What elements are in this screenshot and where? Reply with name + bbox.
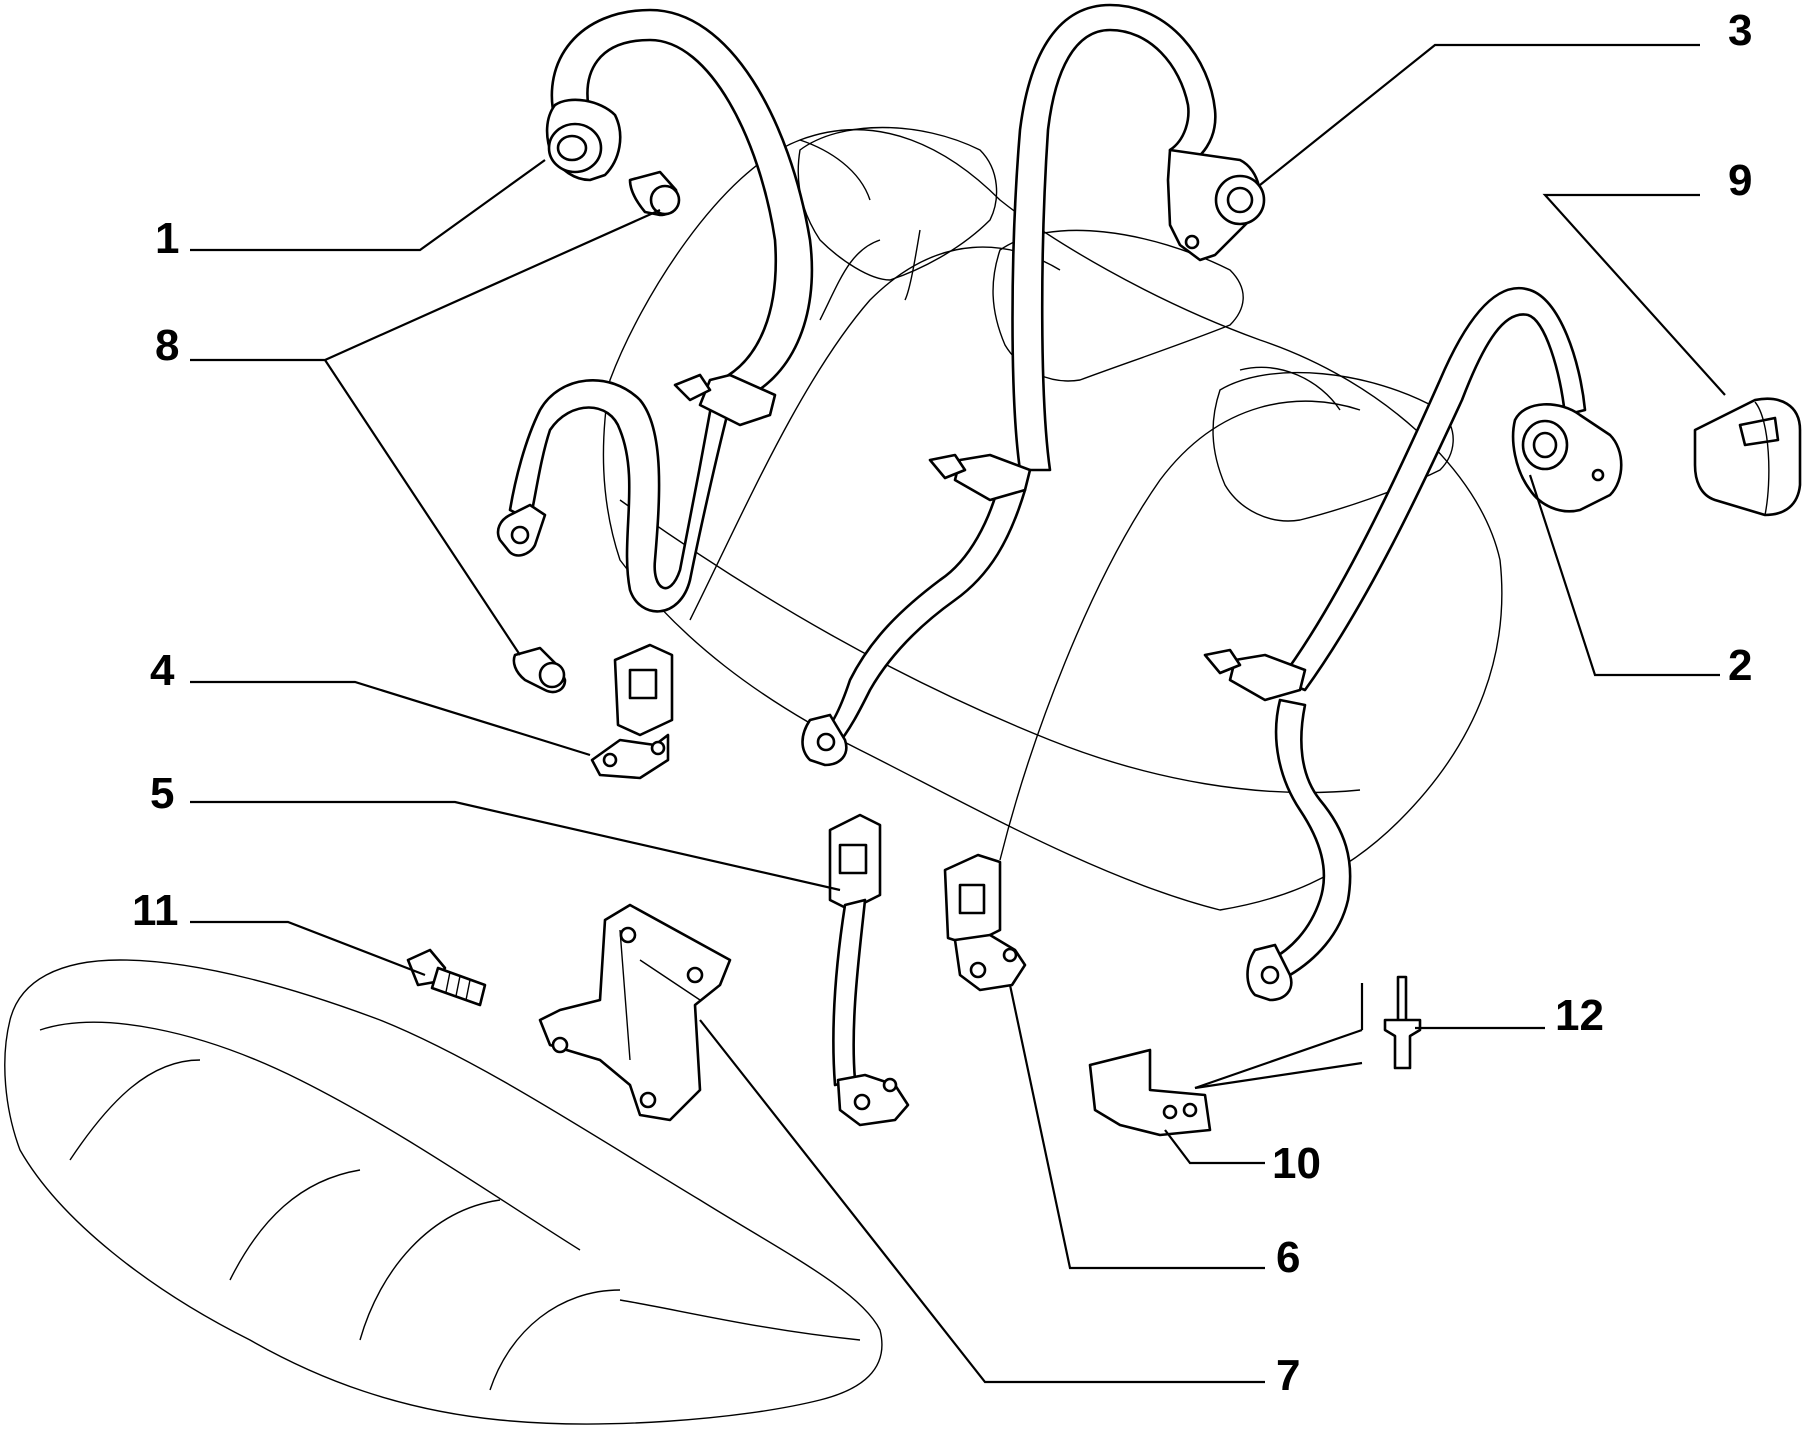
rivet-12	[1383, 975, 1422, 1070]
leader-6	[1008, 984, 1265, 1270]
seat-cushion	[4, 959, 883, 1425]
callout-8: 8	[155, 321, 179, 370]
leader-4	[190, 680, 591, 757]
leader-10c	[1194, 1061, 1363, 1090]
bracket-10	[1088, 1048, 1212, 1137]
leader-9	[1542, 193, 1726, 396]
callout-labels: 1 2 3 4 5 6 7 8 9 10 11 12	[132, 6, 1752, 1400]
retractor-2	[1511, 403, 1623, 513]
callout-9: 9	[1728, 156, 1752, 205]
belt-right-outer	[1203, 286, 1587, 1002]
callout-4: 4	[150, 646, 175, 695]
buckle-4	[590, 643, 674, 780]
callout-12: 12	[1555, 991, 1604, 1040]
leader-10	[1164, 1129, 1265, 1165]
retractor-1	[545, 98, 622, 182]
leader-2	[1528, 474, 1720, 677]
leader-8	[190, 208, 661, 362]
seat-backrest	[602, 128, 1503, 911]
bolt-8-upper	[628, 170, 681, 217]
callout-7: 7	[1276, 1351, 1300, 1400]
leader-3	[1259, 43, 1700, 186]
headrest-left	[797, 126, 998, 301]
cover-9	[1693, 397, 1802, 517]
leader-8b	[324, 359, 521, 656]
bolt-8-lower	[512, 646, 567, 694]
callout-5: 5	[150, 769, 174, 818]
leader-1	[190, 159, 546, 252]
leader-10b	[1194, 1028, 1363, 1090]
leader-7	[699, 1019, 1265, 1384]
leader-lines	[190, 43, 1726, 1384]
headrest-center	[992, 229, 1244, 382]
belt-left-outer	[496, 8, 814, 613]
callout-10: 10	[1272, 1139, 1321, 1188]
buckle-5	[828, 813, 910, 1127]
leader-11	[190, 920, 426, 977]
bolt-11	[406, 948, 487, 1007]
belt-center	[801, 3, 1217, 767]
callout-6: 6	[1276, 1233, 1300, 1282]
callout-1: 1	[155, 214, 179, 263]
buckle-6	[943, 853, 1027, 992]
retractor-3	[1166, 148, 1266, 262]
callout-11: 11	[132, 886, 179, 935]
leader-5	[190, 800, 841, 892]
bracket-7	[538, 903, 732, 1122]
callout-2: 2	[1728, 641, 1752, 690]
callout-3: 3	[1728, 6, 1752, 55]
